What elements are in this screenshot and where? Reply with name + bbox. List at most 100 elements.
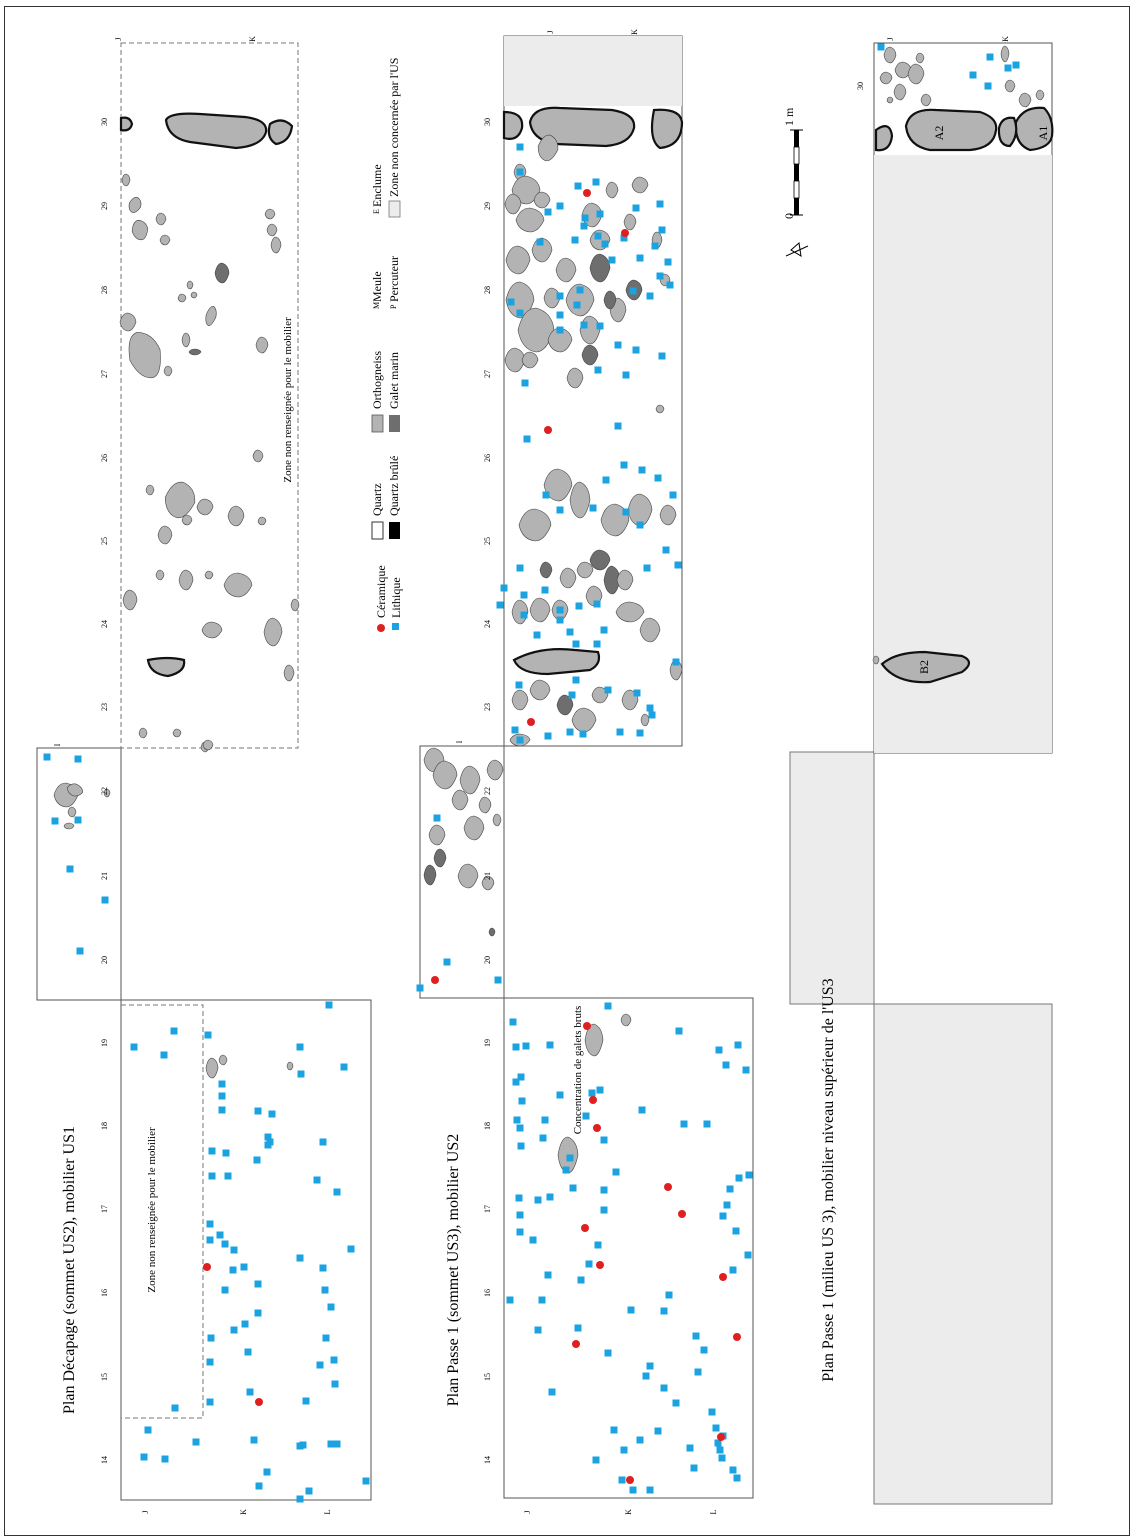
lithique-find [533, 631, 541, 639]
lithique-find [636, 729, 644, 737]
legend-meule-prefix: M [372, 302, 381, 309]
grid-letter: J [886, 37, 895, 40]
orthogneiss-block [164, 112, 268, 150]
lithique-find [521, 379, 529, 387]
lithique-find [240, 1263, 248, 1271]
lithique-find [520, 591, 528, 599]
lithique-find [643, 564, 651, 572]
orthogneiss-stone [178, 569, 194, 591]
lithique-find [638, 1106, 646, 1114]
orthogneiss-stone [555, 257, 577, 283]
plan-2-stones [423, 106, 684, 1174]
lithique-find [216, 1231, 224, 1239]
lithique-find [1004, 64, 1012, 72]
orthogneiss-stone [481, 875, 495, 891]
orthogneiss-stone [533, 191, 551, 209]
ceramique-find [719, 1273, 727, 1281]
legend-orthogneiss-label: Orthogneiss [370, 351, 384, 409]
lithique-find [229, 1266, 237, 1274]
lithique-find [723, 1201, 731, 1209]
lithique-find [297, 1070, 305, 1078]
galet-marin-stone [539, 561, 553, 579]
galet-marin-stone [603, 290, 617, 310]
lithique-find [255, 1482, 263, 1490]
lithique-find [576, 286, 584, 294]
orthogneiss-stone [196, 498, 214, 516]
lithique-find [541, 1116, 549, 1124]
lithique-find [600, 1186, 608, 1194]
plan-3-title: Plan Passe 1 (milieu US 3), mobilier niv… [820, 978, 837, 1381]
lithique-find [596, 1086, 604, 1094]
ceramique-find [733, 1333, 741, 1341]
orthogneiss-stone [103, 788, 111, 798]
lithique-find [566, 1154, 574, 1162]
lithique-find [592, 1456, 600, 1464]
orthogneiss-stone [283, 664, 295, 682]
legend-zone-label: Zone non concernée par l'US [387, 58, 401, 197]
orthogneiss-stone [286, 1061, 294, 1071]
lithique-find [534, 1196, 542, 1204]
orthogneiss-stone [616, 569, 634, 591]
orthogneiss-stone [547, 327, 573, 353]
orthogneiss-stone [163, 365, 173, 377]
lithique-find [694, 1368, 702, 1376]
lithique-find [620, 461, 628, 469]
orthogneiss-stone [579, 315, 601, 345]
orthogneiss-stone [257, 516, 267, 526]
lithique-find [206, 1236, 214, 1244]
block-a1 [1014, 106, 1054, 152]
lithique-find [170, 1027, 178, 1035]
orthogneiss-stone [128, 196, 142, 214]
lithique-find [627, 1306, 635, 1314]
grid-number-plan-2: 18 [483, 1122, 492, 1130]
grid-letter: J [114, 37, 123, 40]
lithique-find [556, 326, 564, 334]
lithique-find [433, 814, 441, 822]
lithique-find [534, 1326, 542, 1334]
orthogneiss-stone [920, 93, 932, 107]
orthogneiss-stone [571, 707, 597, 733]
orthogneiss-stone [1018, 92, 1032, 108]
lithique-find [580, 321, 588, 329]
lithique-find [616, 728, 624, 736]
lithique-find [302, 1397, 310, 1405]
lithique-find [596, 322, 604, 330]
plan-1-no-data-zone [121, 1004, 204, 1419]
grid-number-plan-2: 30 [483, 118, 492, 126]
orthogneiss-stone [119, 312, 137, 332]
orthogneiss-stone [492, 813, 502, 827]
lithique-find [509, 1018, 517, 1026]
lithique-find [600, 1206, 608, 1214]
lithique-find [512, 1043, 520, 1051]
lithique-find [556, 606, 564, 614]
lithique-find [636, 521, 644, 529]
ceramique-find [593, 1124, 601, 1132]
lithique-find [574, 1324, 582, 1332]
orthogneiss-stone [505, 245, 531, 275]
lithique-find [692, 1332, 700, 1340]
orthogneiss-stone [559, 567, 577, 589]
lithique-find [171, 1404, 179, 1412]
grid-letter: K [1001, 36, 1010, 42]
lithique-find [612, 1168, 620, 1176]
lithique-find [568, 691, 576, 699]
lithique-find [538, 1296, 546, 1304]
grid-letter: J [141, 1510, 150, 1513]
lithique-find [522, 1042, 530, 1050]
orthogneiss-block [997, 116, 1018, 148]
orthogneiss-block [119, 116, 134, 132]
orthogneiss-stone [566, 367, 584, 389]
lithique-find [101, 896, 109, 904]
lithique-find [715, 1046, 723, 1054]
grid-letter: J [546, 30, 555, 33]
grid-number-plan-1: 27 [100, 370, 109, 378]
grid-number-plan-1: 14 [100, 1456, 109, 1464]
lithique-find [313, 1176, 321, 1184]
grid-number-plan-2: 19 [483, 1039, 492, 1047]
lithique-find [716, 1446, 724, 1454]
lithique-find [556, 616, 564, 624]
orthogneiss-stone [201, 621, 223, 639]
lithique-find [577, 1276, 585, 1284]
ceramique-find [572, 1340, 580, 1348]
lithique-find [253, 1156, 261, 1164]
